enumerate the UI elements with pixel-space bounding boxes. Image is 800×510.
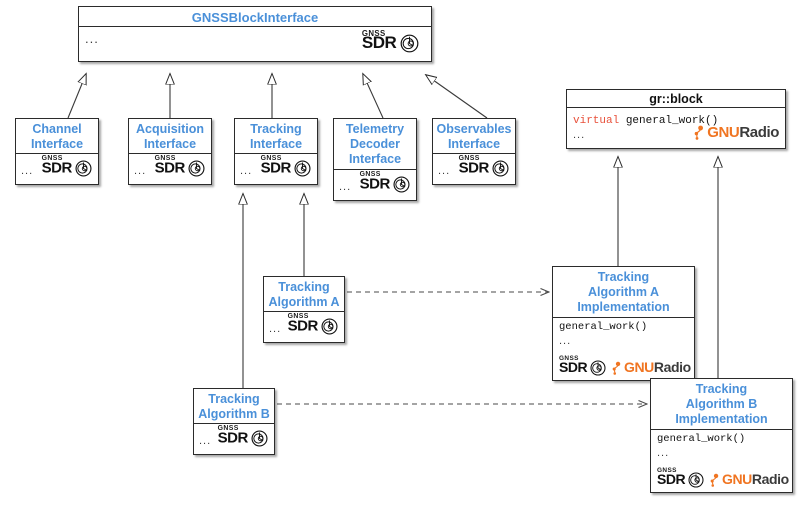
edge-telemetry-to-gnssblockinterface: [363, 74, 384, 119]
members-ellipsis: ...: [269, 323, 282, 335]
class-tracking-interface[interactable]: Tracking Interface ... GNSS SDR: [234, 118, 318, 185]
class-body: ... GNSS SDR: [334, 170, 416, 201]
class-gr-block[interactable]: gr::block virtual general_work() ... GNU…: [566, 89, 786, 149]
method-signature: general_work(): [657, 433, 746, 445]
members-ellipsis: ...: [559, 335, 572, 347]
gnuradio-logo: GNURadio: [612, 360, 691, 376]
class-body: ... GNSS SDR: [194, 424, 274, 455]
gnss-sdr-logo: GNSS SDR: [218, 426, 268, 447]
gnss-sdr-logo: GNSS SDR: [360, 172, 410, 193]
members-ellipsis: ...: [573, 129, 586, 141]
members-ellipsis: ...: [21, 165, 34, 177]
class-body: virtual general_work() ... GNURadio: [567, 108, 785, 149]
edge-observables-to-gnssblockinterface: [426, 75, 488, 119]
class-body: ... GNSS SDR: [129, 154, 211, 185]
gnss-sdr-logo: GNSS SDR: [657, 467, 704, 488]
class-title: GNSSBlockInterface: [79, 7, 431, 27]
class-acquisition-interface[interactable]: Acquisition Interface ... GNSS SDR: [128, 118, 212, 185]
class-channel-interface[interactable]: Channel Interface ... GNSS SDR: [15, 118, 99, 185]
gnss-sdr-logo: GNSS SDR: [362, 30, 419, 53]
class-title: Tracking Algorithm B: [194, 389, 274, 424]
gnuradio-logo: GNURadio: [710, 472, 789, 488]
class-title: Tracking Interface: [235, 119, 317, 154]
members-ellipsis: ...: [240, 165, 253, 177]
members-ellipsis: ...: [339, 181, 352, 193]
gnss-sdr-logo: GNSS SDR: [559, 355, 606, 376]
class-body: general_work() ... GNSS SDR: [651, 430, 792, 492]
members-ellipsis: ...: [199, 435, 212, 447]
virtual-keyword: virtual: [573, 115, 620, 127]
class-gnss-block-interface[interactable]: GNSSBlockInterface ... GNSS SDR: [78, 6, 432, 62]
members-ellipsis: ...: [438, 165, 451, 177]
class-title: gr::block: [567, 90, 785, 108]
method-signature: general_work(): [619, 115, 719, 127]
gnss-sdr-logo: GNSS SDR: [42, 156, 92, 177]
class-body: general_work() ... GNSS SDR: [553, 318, 694, 380]
gnuradio-logo: GNURadio: [694, 125, 779, 141]
method-signature: general_work(): [559, 321, 648, 333]
class-tracking-algorithm-a[interactable]: Tracking Algorithm A ... GNSS SDR: [263, 276, 345, 343]
gnss-sdr-logo: GNSS SDR: [261, 156, 311, 177]
class-tracking-algorithm-b[interactable]: Tracking Algorithm B ... GNSS SDR: [193, 388, 275, 455]
class-title: Acquisition Interface: [129, 119, 211, 154]
gnss-sdr-logo: GNSS SDR: [288, 314, 338, 335]
class-tracking-algorithm-a-implementation[interactable]: Tracking Algorithm A Implementation gene…: [552, 266, 695, 381]
class-tracking-algorithm-b-implementation[interactable]: Tracking Algorithm B Implementation gene…: [650, 378, 793, 493]
class-title: Tracking Algorithm B Implementation: [651, 379, 792, 430]
class-title: Telemetry Decoder Interface: [334, 119, 416, 170]
method-line: virtual general_work(): [573, 110, 779, 128]
class-title: Observables Interface: [433, 119, 515, 154]
members-ellipsis: ...: [657, 447, 670, 459]
gnss-sdr-logo: GNSS SDR: [459, 156, 509, 177]
class-body: ... GNSS SDR: [433, 154, 515, 185]
class-body: ... GNSS SDR: [264, 312, 344, 343]
members-ellipsis: ...: [134, 165, 147, 177]
members-ellipsis: ...: [85, 31, 99, 46]
class-observables-interface[interactable]: Observables Interface ... GNSS SDR: [432, 118, 516, 185]
gnss-sdr-logo: GNSS SDR: [155, 156, 205, 177]
class-body: ... GNSS SDR: [79, 27, 431, 62]
class-title: Tracking Algorithm A Implementation: [553, 267, 694, 318]
edge-channel-to-gnssblockinterface: [67, 74, 86, 119]
class-body: ... GNSS SDR: [16, 154, 98, 185]
class-telemetry-decoder-interface[interactable]: Telemetry Decoder Interface ... GNSS SDR: [333, 118, 417, 201]
class-title: Tracking Algorithm A: [264, 277, 344, 312]
class-title: Channel Interface: [16, 119, 98, 154]
class-body: ... GNSS SDR: [235, 154, 317, 185]
